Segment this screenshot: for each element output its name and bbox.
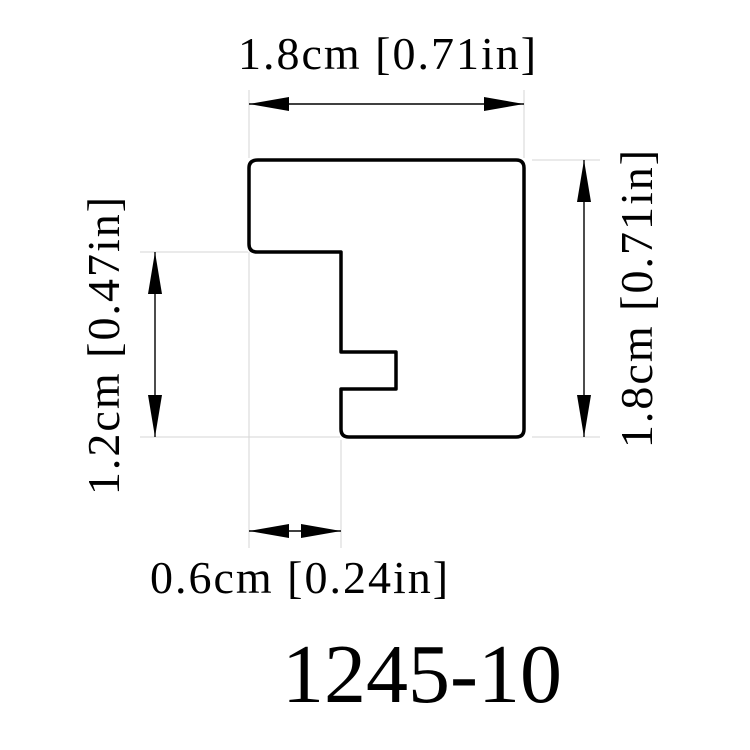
arrow-head <box>249 524 289 538</box>
arrow-head <box>301 524 341 538</box>
top-dimension <box>249 97 524 111</box>
right-dimension <box>577 160 591 437</box>
bottom-width-label: 0.6cm [0.24in] <box>150 552 450 603</box>
arrow-head <box>577 395 591 437</box>
arrow-head <box>148 395 162 437</box>
right-height-label: 1.8cm [0.71in] <box>611 148 662 448</box>
arrow-head <box>148 252 162 294</box>
bottom-dimension <box>249 524 341 538</box>
part-number: 1245-10 <box>282 628 562 721</box>
arrow-head <box>577 160 591 202</box>
top-width-label: 1.8cm [0.71in] <box>238 28 538 79</box>
arrow-head <box>484 97 524 111</box>
moulding-profile-outline <box>247 158 526 439</box>
arrow-head <box>249 97 289 111</box>
left-height-label: 1.2cm [0.47in] <box>78 195 129 495</box>
left-dimension <box>148 252 162 437</box>
